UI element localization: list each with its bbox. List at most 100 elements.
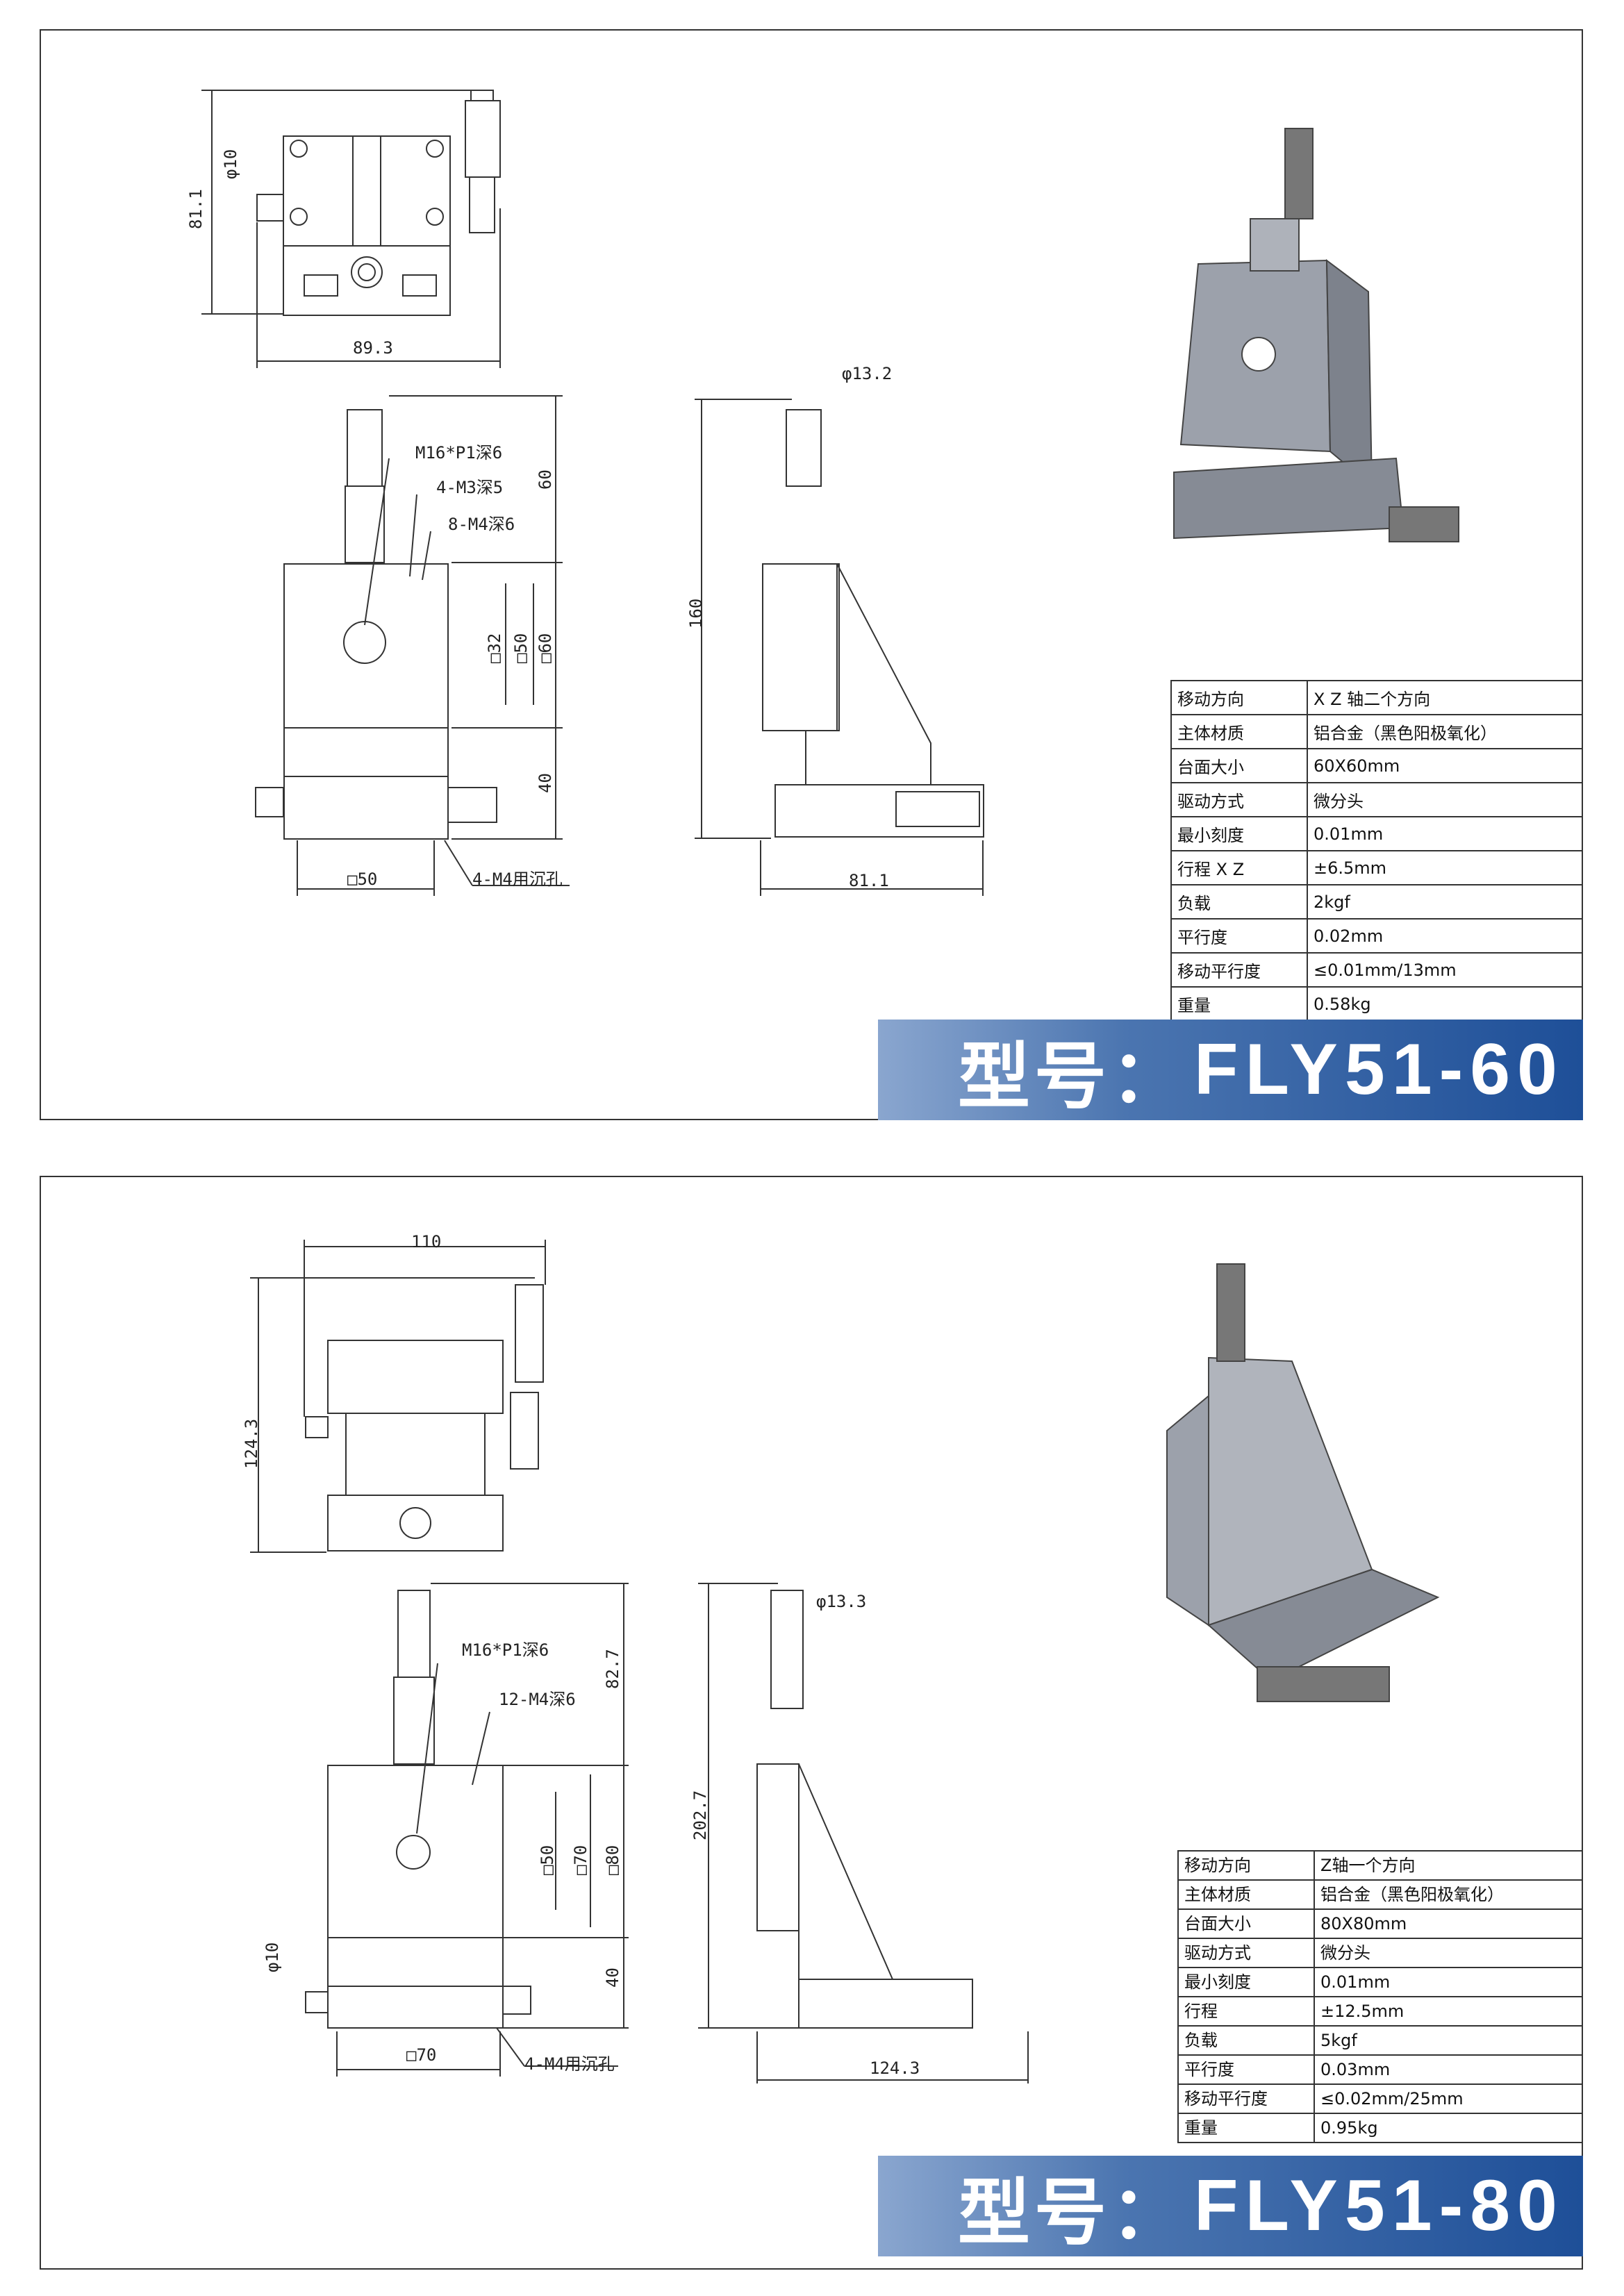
- dim-square-3: □60: [536, 633, 555, 663]
- spec-value: ±6.5mm: [1307, 850, 1583, 885]
- spec-value: 微分头: [1307, 782, 1583, 817]
- spec-value: ≤0.01mm/13mm: [1307, 952, 1583, 988]
- dim-square-2: □50: [511, 633, 531, 663]
- dim-base-height: 40: [603, 1968, 622, 1988]
- spec-value: X Z 轴二个方向: [1307, 680, 1583, 715]
- spec-value: 0.01mm: [1314, 1967, 1583, 1997]
- spec-label: 平行度: [1170, 918, 1308, 954]
- spec-label: 主体材质: [1177, 1879, 1315, 1910]
- table-row: 主体材质铝合金（黑色阳极氧化）: [1177, 1879, 1583, 1910]
- table-row: 移动平行度≤0.01mm/13mm: [1170, 952, 1583, 988]
- spec-label: 主体材质: [1170, 714, 1308, 749]
- dim-top-height: 82.7: [603, 1649, 622, 1689]
- spec-label: 移动平行度: [1177, 2083, 1315, 2114]
- spec-value: 0.95kg: [1314, 2113, 1583, 2143]
- product-render-1: [1173, 128, 1459, 542]
- model-banner-1: 型号： FLY51-60: [878, 1020, 1583, 1120]
- side-view-drawing-2: [698, 1583, 1029, 2083]
- front-view-drawing-1: [201, 90, 501, 368]
- model-banner-2: 型号： FLY51-80: [878, 2156, 1583, 2256]
- product-sheet-fly51-80: [40, 1176, 1583, 2270]
- dim-micrometer-diameter: φ13.2: [842, 364, 892, 383]
- dim-front-height: 124.3: [242, 1419, 261, 1469]
- dimension-labels-1: 81.1 φ10 89.3 M16*P1深6 4-M3深5 8-M4深6 60 …: [186, 149, 892, 890]
- spec-label: 负载: [1170, 884, 1308, 920]
- spec-label: 移动方向: [1170, 680, 1308, 715]
- spec-value: 0.01mm: [1307, 816, 1583, 851]
- dim-front-height: 81.1: [186, 189, 206, 229]
- front-elevation-drawing-1: [255, 395, 570, 896]
- label-mount-holes: 4-M4用沉孔: [524, 2054, 615, 2074]
- spec-label: 驱动方式: [1170, 782, 1308, 817]
- product-sheet-fly51-60: [40, 29, 1583, 1120]
- spec-value: ≤0.02mm/25mm: [1314, 2083, 1583, 2114]
- spec-value: 80X80mm: [1314, 1908, 1583, 1939]
- spec-value: 0.02mm: [1307, 918, 1583, 954]
- spec-label: 行程 X Z: [1170, 850, 1308, 885]
- dim-square-3: □80: [603, 1845, 622, 1875]
- dim-front-width: 110: [411, 1232, 441, 1251]
- label-m3-holes: 4-M3深5: [436, 478, 503, 497]
- spec-value: 60X60mm: [1307, 748, 1583, 783]
- side-view-drawing-1: [695, 399, 984, 896]
- table-row: 行程±12.5mm: [1177, 1996, 1583, 2027]
- dim-base-square: □50: [347, 870, 377, 889]
- spec-label: 平行度: [1177, 2054, 1315, 2085]
- model-number: FLY51-60: [1194, 1029, 1564, 1110]
- spec-value: 铝合金（黑色阳极氧化）: [1307, 714, 1583, 749]
- spec-label: 最小刻度: [1170, 816, 1308, 851]
- dim-total-height: 202.7: [690, 1790, 710, 1840]
- spec-label: 负载: [1177, 2025, 1315, 2056]
- model-prefix: 型号：: [958, 1037, 1188, 1117]
- dimension-labels-2: 110 124.3 M16*P1深6 12-M4深6 82.7 □50 □70 …: [242, 1232, 920, 2078]
- spec-label: 行程: [1177, 1996, 1315, 2027]
- spec-value: ±12.5mm: [1314, 1996, 1583, 2027]
- dim-total-height: 160: [686, 599, 706, 629]
- label-center-hole: M16*P1深6: [415, 443, 502, 463]
- table-row: 驱动方式微分头: [1170, 782, 1583, 817]
- spec-value: 5kgf: [1314, 2025, 1583, 2056]
- model-number: FLY51-80: [1194, 2165, 1564, 2246]
- spec-label: 重量: [1177, 2113, 1315, 2143]
- label-m4-holes: 8-M4深6: [448, 515, 515, 534]
- label-center-hole: M16*P1深6: [462, 1640, 549, 1660]
- spec-label: 重量: [1170, 986, 1308, 1022]
- dim-side-width: 81.1: [849, 871, 889, 890]
- dim-micrometer-diameter: φ13.3: [816, 1592, 866, 1611]
- product-render-2: [1166, 1263, 1440, 1702]
- spec-value: 微分头: [1314, 1938, 1583, 1968]
- label-mount-holes: 4-M4用沉孔: [472, 870, 563, 889]
- table-row: 行程 X Z±6.5mm: [1170, 850, 1583, 885]
- dim-front-width: 89.3: [353, 338, 393, 358]
- spec-label: 驱动方式: [1177, 1938, 1315, 1968]
- spec-label: 台面大小: [1177, 1908, 1315, 1939]
- spec-value: 0.03mm: [1314, 2054, 1583, 2085]
- dim-side-width: 124.3: [870, 2058, 920, 2078]
- dim-top-height: 60: [536, 469, 555, 490]
- dim-shaft-diameter: φ10: [263, 1943, 282, 1972]
- spec-label: 移动方向: [1177, 1850, 1315, 1881]
- spec-value: Z轴一个方向: [1314, 1850, 1583, 1881]
- spec-label: 移动平行度: [1170, 952, 1308, 988]
- dim-square-1: □50: [538, 1845, 557, 1875]
- dim-shaft-diameter: φ10: [221, 149, 240, 179]
- dim-square-2: □70: [571, 1845, 590, 1875]
- spec-value: 2kgf: [1307, 884, 1583, 920]
- front-elevation-drawing-2: [305, 1583, 629, 2077]
- spec-label: 最小刻度: [1177, 1967, 1315, 1997]
- label-m4-holes: 12-M4深6: [499, 1690, 576, 1709]
